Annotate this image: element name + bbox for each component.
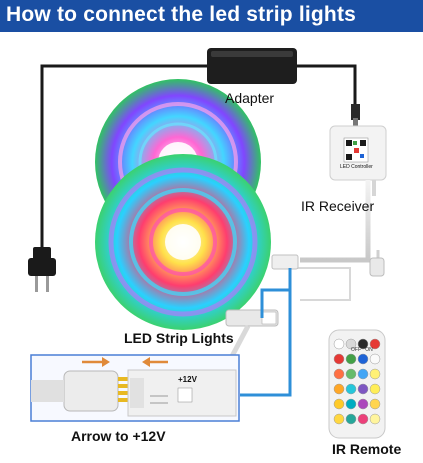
ir-receiver-label: IR Receiver bbox=[301, 198, 375, 214]
remote-button bbox=[333, 413, 345, 425]
controller-label: LED Controller bbox=[340, 164, 373, 170]
dc-cable bbox=[297, 64, 357, 108]
remote-button bbox=[345, 368, 357, 380]
remote-button bbox=[333, 338, 345, 350]
ir-remote: OFF ON bbox=[328, 329, 386, 439]
remote-button bbox=[369, 338, 381, 350]
remote-button bbox=[357, 368, 369, 380]
remote-button bbox=[333, 398, 345, 410]
remote-button bbox=[345, 398, 357, 410]
strip-connector bbox=[271, 254, 299, 270]
plus12v-label: +12V bbox=[178, 375, 197, 384]
page-title: How to connect the led strip lights bbox=[6, 3, 357, 26]
led-strip-label: LED Strip Lights bbox=[124, 330, 234, 346]
ac-cable bbox=[40, 64, 207, 252]
orange-arrow-left-icon bbox=[142, 357, 168, 367]
dc-plug bbox=[351, 104, 360, 120]
ir-remote-label: IR Remote bbox=[332, 441, 402, 457]
remote-button bbox=[345, 413, 357, 425]
remote-button bbox=[357, 398, 369, 410]
plug-prong bbox=[35, 276, 38, 292]
orange-arrow-right-icon bbox=[82, 357, 110, 367]
remote-off-text: OFF bbox=[351, 347, 361, 353]
led-reel-front bbox=[95, 154, 271, 330]
remote-button bbox=[369, 413, 381, 425]
remote-button bbox=[357, 413, 369, 425]
remote-button bbox=[333, 383, 345, 395]
inset-connector bbox=[63, 370, 119, 412]
remote-button bbox=[369, 398, 381, 410]
title-banner: How to connect the led strip lights bbox=[0, 0, 423, 32]
remote-button bbox=[345, 338, 357, 350]
remote-button bbox=[357, 338, 369, 350]
callout-line bbox=[240, 288, 292, 397]
remote-button bbox=[369, 383, 381, 395]
remote-button bbox=[345, 353, 357, 365]
remote-button bbox=[357, 383, 369, 395]
adapter-label: Adapter bbox=[225, 90, 275, 106]
remote-button bbox=[357, 353, 369, 365]
remote-button bbox=[333, 353, 345, 365]
remote-button bbox=[333, 368, 345, 380]
remote-button bbox=[369, 368, 381, 380]
remote-button bbox=[369, 353, 381, 365]
ac-plug-body bbox=[33, 247, 51, 261]
plug-prong bbox=[46, 276, 49, 292]
arrow-note-label: Arrow to +12V bbox=[71, 428, 166, 444]
remote-on-text: ON bbox=[365, 347, 373, 353]
remote-button bbox=[345, 383, 357, 395]
